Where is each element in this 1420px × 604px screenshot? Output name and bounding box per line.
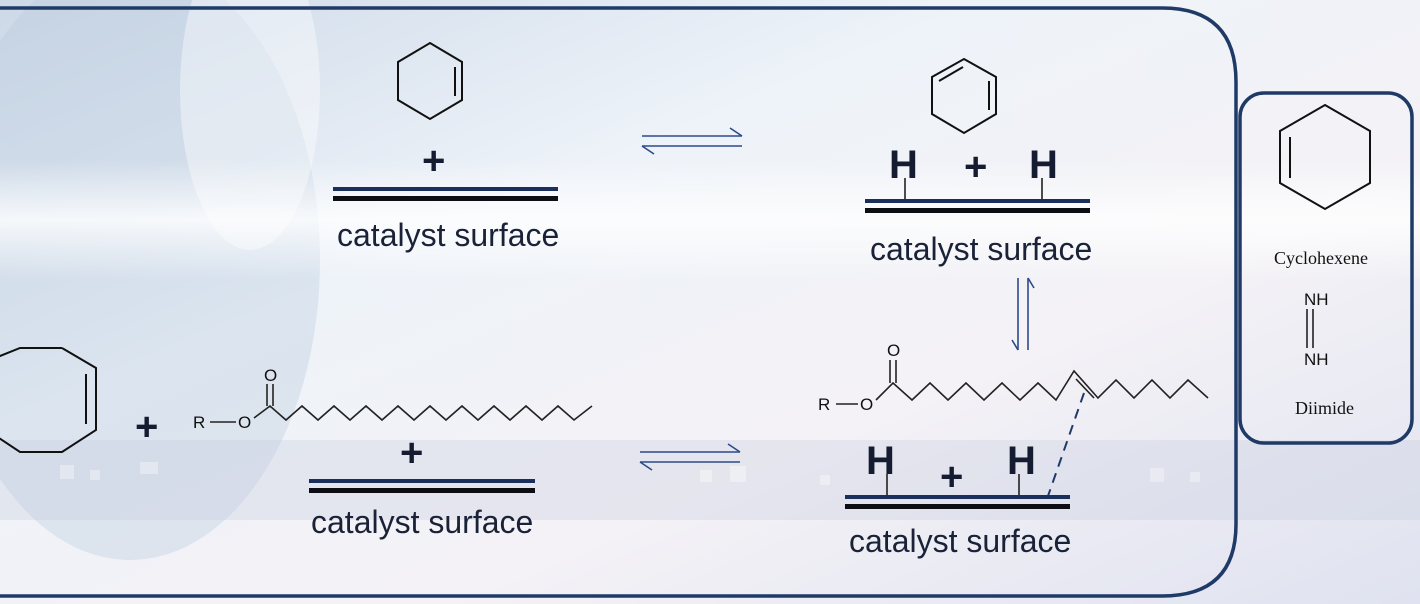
circuit-band-decoration [0,440,1420,520]
hydrogen-atom-left: H [889,143,918,187]
hydrogen-atom-right: H [1007,439,1036,483]
catalyst-surface-label: catalyst surface [849,523,1071,559]
sidebar-cyclohexene-molecule [1279,103,1371,211]
plus-sign: + [135,405,158,449]
catalyst-surface-bar [333,187,558,201]
catalyst-surface-label: catalyst surface [337,217,559,253]
svg-text:O: O [860,395,873,414]
catalyst-surface-label: catalyst surface [311,504,533,540]
plus-sign: + [422,139,445,183]
saturated-ester-molecule: R O O [193,366,593,432]
equilibrium-arrow-bottom [639,443,741,471]
cyclohexene-molecule [397,41,463,121]
catalyst-surface-bar [865,199,1090,213]
catalyst-surface-bar [309,479,535,493]
circuit-squares-decoration [60,462,1200,485]
catalyst-surface-label: catalyst surface [870,231,1092,267]
svg-text:O: O [887,341,900,360]
svg-text:NH: NH [1304,290,1329,309]
main-frame [0,6,1238,598]
light-band-decoration [0,160,1420,280]
plus-sign: + [940,455,963,499]
svg-text:R: R [818,395,830,414]
cyclohexadiene-molecule [931,57,997,135]
hydrogen-atom-right: H [1029,143,1058,187]
svg-text:NH: NH [1304,350,1329,369]
catalyst-surface-bar [845,495,1070,509]
equilibrium-arrow-top [641,127,743,155]
plus-sign: + [400,431,423,475]
svg-text:R: R [193,413,205,432]
sidebar-frame [1238,91,1414,445]
hydrogen-atom-left: H [866,439,895,483]
svg-text:O: O [238,413,251,432]
cyclohexene-label: Cyclohexene [1274,248,1368,268]
svg-text:O: O [264,366,277,385]
equilibrium-arrow-vertical [1011,277,1035,351]
unsaturated-ester-molecule: R O O [818,341,1209,414]
benzene-ring-partial [0,347,97,453]
adsorption-dashed-bond [1047,392,1085,497]
diimide-label: Diimide [1295,398,1354,418]
diimide-molecule: NH NH [1304,290,1329,369]
plus-sign: + [964,145,987,189]
